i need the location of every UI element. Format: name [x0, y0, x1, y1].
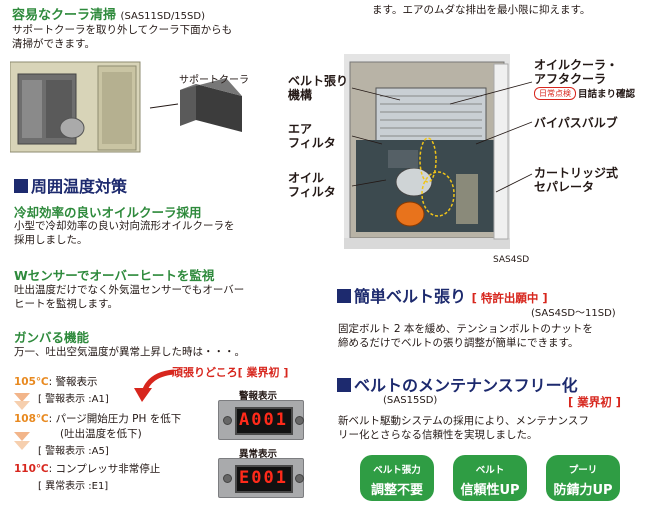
belt-body: 固定ボルト 2 本を緩め、テンションボルトのナットを 締めるだけでベルトの張り調… — [338, 323, 593, 349]
ganbaru-tag: 頑張りどころ[ 業界初 ] — [172, 366, 289, 379]
oil-cooler-title: 冷却効率の良いオイルクーラ採用 — [14, 205, 202, 220]
belt-model: (SAS4SD〜11SD) — [531, 308, 616, 319]
callout-air-filter: エアフィルタ — [288, 122, 336, 150]
callout-oil-cooler: オイルクーラ・アフタクーラ — [534, 58, 619, 86]
maintenance-body: 新ベルト駆動システムの採用により、メンテナンスフ リー化とさらなる信頼性を実現し… — [338, 415, 589, 441]
step-110-sub: [ 異常表示 :E1] — [38, 481, 109, 492]
error-display-panel: E001 — [218, 458, 304, 498]
step-105-sub: [ 警報表示 :A1] — [38, 394, 109, 405]
maintenance-free-title: ベルトのメンテナンスフリー化 — [337, 372, 578, 396]
cooler-cleaning-title: 容易なクーラ清掃 (SAS11SD/15SD) — [12, 8, 205, 23]
leader-lines — [351, 81, 533, 193]
belt-section-title: 簡単ベルト張り [ 特許出願中 ] — [337, 283, 548, 307]
alarm-code: A001 — [239, 410, 288, 430]
badge-belt-tension: ベルト張力 調整不要 — [360, 455, 434, 501]
w-sensor-title: Wセンサーでオーバーヒートを監視 — [14, 268, 215, 283]
step-108-sub: [ 警報表示 :A5] — [38, 446, 109, 457]
callout-oil-filter: オイルフィルタ — [288, 171, 336, 199]
ambient-temp-title: 周囲温度対策 — [14, 173, 127, 197]
cooler-body: サポートクーラを取り外してクーラ下面からも 清掃ができます。 — [12, 24, 233, 50]
step-arrow-icon — [14, 441, 30, 450]
badge-belt-reliability: ベルト 信頼性UP — [453, 455, 527, 501]
alarm-display-panel: A001 — [218, 400, 304, 440]
badge-pulley-rust: プーリ 防錆力UP — [546, 455, 620, 501]
step-arrow-icon — [14, 401, 30, 410]
top-line: ます。エアのムダな排出を最小限に抑えます。 — [372, 4, 591, 16]
oil-cooler-body: 小型で冷却効率の良い対向流形オイルクーラを 採用しました。 — [14, 220, 235, 246]
heading-square-icon — [337, 289, 351, 303]
alarm-panel-label: 警報表示 — [239, 391, 278, 402]
ganbaru-body: 万一、吐出空気温度が異常上昇した時は・・・。 — [14, 346, 245, 358]
support-cooler-label: サポートクーラ — [179, 75, 249, 86]
cooler-illustration — [10, 61, 242, 153]
callout-belt-tension: ベルト張り機構 — [288, 74, 349, 102]
red-arrow-icon — [134, 369, 175, 402]
heading-square-icon — [14, 179, 28, 193]
cooler-model: (SAS11SD/15SD) — [120, 11, 205, 22]
maintenance-model: (SAS15SD) — [383, 395, 438, 406]
maintenance-tag: [ 業界初 ] — [568, 395, 622, 409]
step-110: 110℃: コンプレッサ非常停止 — [14, 463, 161, 475]
ganbaru-title: ガンバる機能 — [14, 330, 90, 345]
machine-internal-photo — [344, 54, 510, 249]
visual-check-label: 目詰まり確認 — [578, 89, 636, 100]
error-code: E001 — [239, 468, 288, 488]
callout-bypass-valve: バイパスバルブ — [534, 116, 618, 130]
w-sensor-body: 吐出温度だけでなく外気温センサーでもオーバー ヒートを監視します。 — [14, 284, 245, 310]
heading-square-icon — [337, 378, 351, 392]
belt-patent-tag: [ 特許出願中 ] — [471, 291, 548, 305]
callout-cartridge-separator: カートリッジ式セパレータ — [534, 166, 619, 194]
step-108: 108℃: パージ開始圧力 PH を低下 — [14, 413, 182, 425]
daily-check-badge: 日常点検 — [534, 87, 576, 100]
step-arrow-icon — [14, 393, 30, 402]
error-panel-label: 異常表示 — [239, 449, 278, 460]
step-105: 105℃: 警報表示 — [14, 376, 98, 388]
step-arrow-icon — [14, 432, 30, 441]
photo-caption: SAS4SD — [493, 255, 530, 265]
step-108-sub2: (吐出温度を低下) — [60, 428, 142, 440]
